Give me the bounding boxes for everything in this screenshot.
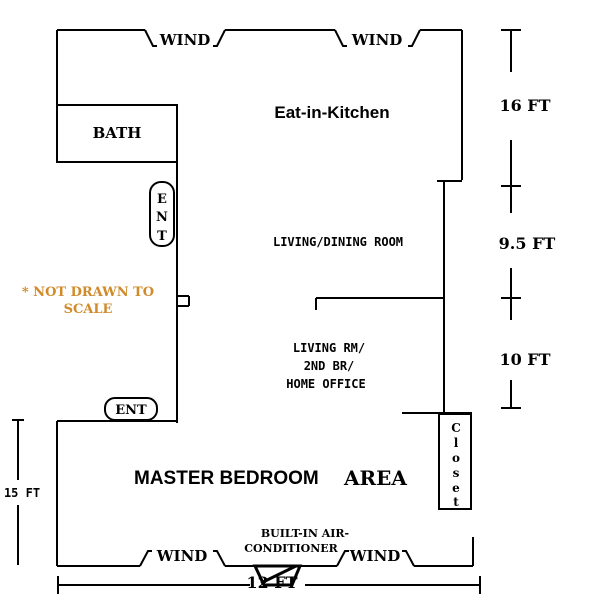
living-rm-label-3: HOME OFFICE [286,377,365,391]
closet-letter-o: o [452,451,460,465]
not-to-scale-line1: * NOT DRAWN TO [22,285,154,300]
ac-unit-slash [260,564,297,585]
dim-living-rm-label: 10 FT [499,350,550,369]
closet-letter-l: l [454,436,459,450]
window-brackets [139,29,421,567]
dim-kitchen-label: 16 FT [499,96,550,115]
closet-letter-t: t [453,495,459,509]
window-bottom-2-right-bracket [402,550,415,567]
not-to-scale-line2: SCALE [64,302,113,317]
bath-label: BATH [93,124,142,142]
dim-master-length-label: 15 FT [4,486,40,500]
area-label: AREA [343,466,407,490]
closet-letter-s: s [453,466,460,480]
ac-unit-outline [252,564,303,587]
labels: Eat-in-Kitchen BATH LIVING/DINING ROOM L… [4,31,555,592]
window-bottom-1-left-bracket [139,550,152,567]
closet-box [438,413,472,510]
entrance-side-letter-t: T [157,229,167,244]
master-bedroom-label: MASTER BEDROOM [134,468,319,489]
kitchen-label: Eat-in-Kitchen [274,103,389,122]
entrance-side-letter-e: E [157,192,167,207]
dim-master-width-label: 12 FT [246,573,297,592]
window-bottom-1: WIND [156,547,208,565]
entrance-side-capsule [149,181,175,247]
dim-living-dining-label: 9.5 FT [499,234,556,253]
window-bottom-2-left-bracket [336,550,349,567]
walls [56,29,474,567]
air-conditioner-symbol [252,564,303,587]
window-bottom-2: WIND [349,547,401,565]
window-bottom-1-right-bracket [213,550,226,567]
bath-room [56,104,178,163]
closet-letter-e: e [452,481,460,495]
entrance-bottom-label: ENT [115,403,147,418]
window-top-1-right-bracket [213,29,226,47]
ac-label-1: BUILT-IN AIR- [261,527,349,540]
living-rm-label-2: 2ND BR/ [304,359,355,373]
window-top-1-left-bracket [144,29,157,47]
window-top-2-right-bracket [408,29,421,47]
window-top-2: WIND [351,31,403,49]
dimension-lines [12,29,521,594]
ac-label-2: CONDITIONER [244,542,338,555]
window-top-1: WIND [159,31,211,49]
entrance-bottom-capsule [104,397,158,421]
living-rm-label-1: LIVING RM/ [293,341,365,355]
living-dining-label: LIVING/DINING ROOM [273,235,403,249]
window-top-2-left-bracket [334,29,347,47]
entrance-side-letter-n: N [156,210,168,225]
closet-letter-c: C [451,421,461,435]
